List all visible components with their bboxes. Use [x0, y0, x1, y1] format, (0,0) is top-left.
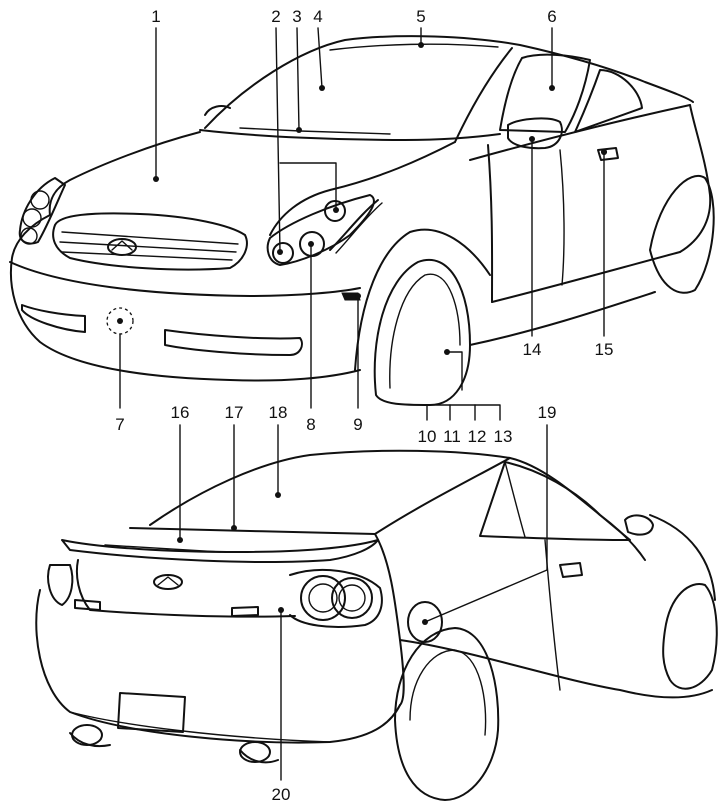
callout-15: 15	[595, 340, 614, 359]
callout-6: 6	[547, 7, 556, 26]
callout-3: 3	[292, 7, 301, 26]
callout-11: 11	[443, 427, 461, 446]
callout-numbers: 1 2 3 4 5 6 7 8 9 10 11 12 13 14 15 16 1…	[115, 7, 613, 804]
rear-view-car	[35, 449, 718, 801]
callout-8: 8	[306, 415, 315, 434]
callout-1: 1	[151, 7, 160, 26]
callout-14: 14	[523, 340, 542, 359]
callout-4: 4	[313, 7, 322, 26]
callout-18: 18	[269, 403, 288, 422]
callout-10: 10	[418, 427, 437, 446]
leader-lines	[117, 27, 607, 781]
callout-7: 7	[115, 415, 124, 434]
callout-5: 5	[416, 7, 425, 26]
callout-2: 2	[271, 7, 280, 26]
callout-13: 13	[494, 427, 513, 446]
callout-17: 17	[225, 403, 244, 422]
callout-9: 9	[353, 415, 362, 434]
front-view-car	[9, 35, 715, 406]
callout-19: 19	[538, 403, 557, 422]
callout-16: 16	[171, 403, 190, 422]
callout-20: 20	[272, 785, 291, 804]
callout-12: 12	[468, 427, 487, 446]
